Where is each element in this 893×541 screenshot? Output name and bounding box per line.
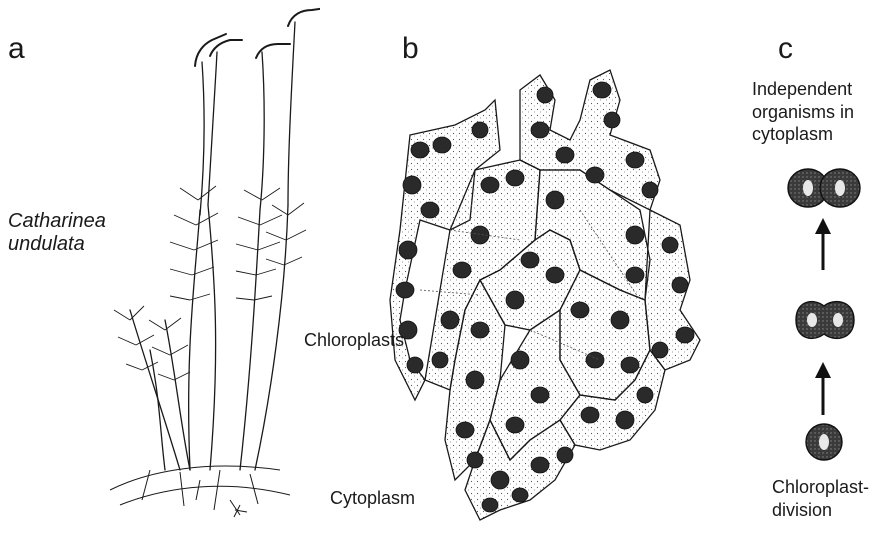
dividing-chloroplast: [796, 302, 854, 339]
independent-organisms-label: Independent organisms in cytoplasm: [752, 78, 854, 146]
separated-chloroplasts: [788, 169, 860, 207]
cell-network-illustration: [380, 60, 725, 530]
chloroplast-division-line-2: division: [772, 499, 869, 522]
independent-organisms-line-1: Independent: [752, 78, 854, 101]
independent-organisms-line-3: cytoplasm: [752, 123, 854, 146]
panel-c-letter: c: [778, 32, 793, 67]
chloroplast-division-sequence: [770, 160, 890, 480]
chloroplast-division-label: Chloroplast- division: [772, 476, 869, 521]
single-chloroplast: [806, 424, 842, 460]
arrow-up-icon: [815, 362, 831, 415]
independent-organisms-line-2: organisms in: [752, 101, 854, 124]
moss-illustration: [90, 0, 320, 525]
arrow-up-icon: [815, 218, 831, 270]
panel-a-letter: a: [8, 32, 25, 67]
